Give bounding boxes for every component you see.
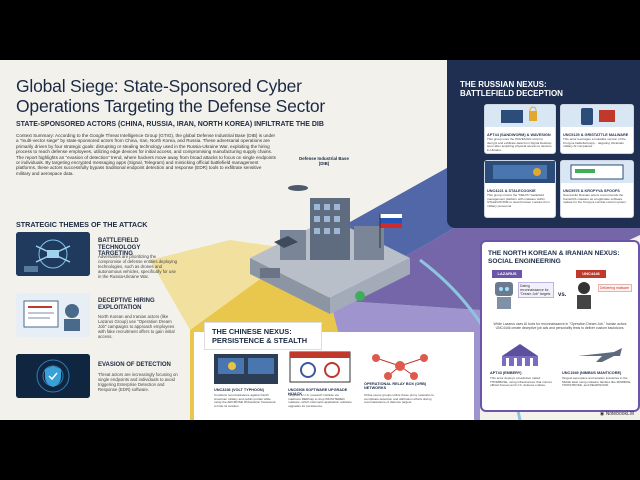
vs-label: vs. xyxy=(558,292,567,298)
russia-card-unc5125-body: This actor leverages a lookalike version… xyxy=(563,137,626,149)
russia-card-apt44-body: This group uses the WAVESIGN script to d… xyxy=(487,137,552,152)
russia-card-unc5976-body: Successful Russian actors recommends the… xyxy=(563,193,627,205)
hiring-illustration xyxy=(16,293,90,337)
russia-card-unc5125-title: UNC5125 & GRISTATTLE MALWARE xyxy=(563,133,629,137)
nk-nexus-heading: THE NORTH KOREAN & IRANIAN NEXUS: SOCIAL… xyxy=(488,250,620,265)
china-card-unc3236-body: Conducts reconnaissance against North Am… xyxy=(214,393,276,408)
dib-label: Defense Industrial Base (DIB) xyxy=(299,156,349,166)
command-console-icon xyxy=(214,354,278,384)
theme-title-evasion: EVASION OF DETECTION xyxy=(98,362,171,368)
context-summary: Context Summary: According to the Google… xyxy=(16,133,276,176)
update-screen-icon xyxy=(561,161,633,183)
nk-heading-line1: THE NORTH KOREAN & IRANIAN NEXUS: xyxy=(488,250,620,257)
theme-body-battlefield: Adversaries are prioritizing the comprom… xyxy=(98,254,178,279)
robot-icon xyxy=(495,282,513,309)
aircraft-icon xyxy=(578,348,622,362)
software-hijack-icon xyxy=(289,351,351,383)
theme-body-hiring: North Korean and Iranian actors (like La… xyxy=(98,314,175,339)
russia-card-unc5125: UNC5125 & GRISTATTLE MALWARE This actor … xyxy=(560,104,634,154)
nk-card-apt43-title: APT43 (EMBERY) xyxy=(490,371,522,375)
china-card-unc3236-title: UNC3236 (VOLT TYPHOON) xyxy=(214,388,264,392)
russia-card-unc5976-title: UNC5976 & KROPYVA SPOOFS xyxy=(563,189,620,193)
job-bubble: Dating reconnaissance for "Dream Job" ta… xyxy=(518,282,554,298)
slide: Global Siege: State-Sponsored Cyber Oper… xyxy=(0,60,640,420)
lazarus-tag: LAZARUS xyxy=(492,270,522,278)
russian-heading-line2: BATTLEFIELD DECEPTION xyxy=(460,89,563,98)
page-title: Global Siege: State-Sponsored Cyber Oper… xyxy=(16,76,326,116)
chinese-nexus-heading: THE CHINESE NEXUS: PERSISTENCE & STEALTH xyxy=(212,327,308,345)
russia-card-unc5976: UNC5976 & KROPYVA SPOOFS Successful Russ… xyxy=(560,160,634,218)
nk-body: While Lazarus uses AI tools for reconnai… xyxy=(493,322,627,330)
brand-icon: ◉ xyxy=(599,411,606,417)
chinese-heading-line1: THE CHINESE NEXUS: xyxy=(212,327,292,336)
russia-card-apt44-title: APT44 (SANDWORM) & WAVESIGN xyxy=(487,133,551,137)
nk-iranian-nexus-panel xyxy=(480,240,640,412)
delivery-bubble: Delivering malware xyxy=(598,284,632,292)
nk-card-unc1549-title: UNC1549 (NIMBUS MANTICORE) xyxy=(562,371,622,375)
network-nodes-icon xyxy=(372,354,428,380)
russian-heading-line1: THE RUSSIAN NEXUS: xyxy=(460,80,547,89)
job-offer-icon xyxy=(16,293,90,337)
unc4446-tag: UNC4446 xyxy=(576,270,606,278)
capitol-icon xyxy=(502,344,538,366)
page-subtitle: STATE-SPONSORED ACTORS (CHINA, RUSSIA, I… xyxy=(16,121,324,128)
chinese-heading-box xyxy=(204,322,322,350)
russian-nexus-heading: THE RUSSIAN NEXUS: BATTLEFIELD DECEPTION xyxy=(460,80,563,98)
chinese-heading-line2: PERSISTENCE & STEALTH xyxy=(212,335,308,345)
russia-card-unc4221-body: This group mimics the "DELTA" battlefiel… xyxy=(487,193,550,208)
russia-card-unc4221-title: UNC4221 & STALECOOKIE xyxy=(487,189,536,193)
china-card-unc6508-body: Targeted a U.S. research institute via m… xyxy=(288,393,352,408)
theme-title-hiring: DECEPTIVE HIRING EXPLOITATION xyxy=(98,298,155,311)
brand-label: NotebookLM xyxy=(605,411,634,417)
hacker-icon xyxy=(577,282,591,309)
drone-illustration xyxy=(16,232,90,276)
dib-building-illustration xyxy=(250,185,410,314)
shield-radar-icon xyxy=(16,354,90,398)
nk-heading-line2: SOCIAL ENGINEERING xyxy=(488,257,561,265)
russia-card-apt44: APT44 (SANDWORM) & WAVESIGN This group u… xyxy=(484,104,556,154)
lock-laptop-icon xyxy=(485,105,555,127)
themes-heading: STRATEGIC THEMES OF THE ATTACK xyxy=(16,220,148,229)
nk-card-apt43-body: This actor deploys a backdoor called THO… xyxy=(490,376,552,388)
evasion-illustration xyxy=(16,354,90,398)
delta-screen-icon xyxy=(485,161,555,183)
china-card-orb-title: OPERATIONAL RELAY BOX (ORB) NETWORKS xyxy=(364,382,427,390)
russia-card-unc4221: UNC4221 & STALECOOKIE This group mimics … xyxy=(484,160,556,218)
theme-title-battlefield: BATTLEFIELD TECHNOLOGY TARGETING xyxy=(98,238,141,257)
nk-card-unc1549-body: Targets aerospace and aviation industrie… xyxy=(562,376,632,388)
china-card-unc6508-title: UNC6508 SOFTWARE UPGRADE HIJACK xyxy=(288,388,348,396)
phone-malware-icon xyxy=(561,105,633,127)
drone-icon xyxy=(16,232,90,276)
theme-body-evasion: Threat actors are increasingly focusing … xyxy=(98,372,178,392)
notebooklm-brand: ◉ NotebookLM xyxy=(600,411,634,417)
china-card-orb-body: China-nexus groups utilize these proxy n… xyxy=(364,393,434,405)
